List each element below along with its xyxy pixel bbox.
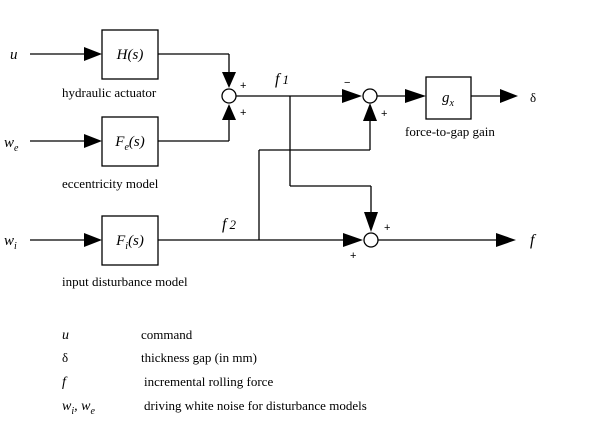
arrow-u — [84, 47, 102, 61]
sum2-sign-bottom: + — [381, 108, 387, 120]
arrow-delta-out — [500, 89, 518, 103]
legend-symbol-w: wi, we — [62, 399, 95, 417]
summing-junction-3 — [363, 232, 379, 248]
sum3-sign-top: + — [384, 222, 390, 234]
legend-symbol-u: u — [62, 328, 69, 343]
caption-eccentricity-model: eccentricity model — [62, 176, 159, 191]
summing-junction-2 — [362, 88, 378, 104]
legend-desc-w: driving white noise for disturbance mode… — [144, 398, 367, 413]
legend-desc-u: command — [141, 327, 193, 342]
legend-desc-delta: thickness gap (in mm) — [141, 350, 257, 365]
legend: u command δ thickness gap (in mm) f incr… — [62, 327, 367, 417]
block-eccentricity-model — [101, 116, 159, 167]
arrow-f-out — [496, 233, 516, 247]
sum2-sign-left: − — [344, 77, 350, 89]
arrow-sum3-left — [343, 233, 363, 247]
block-hydraulic-actuator — [101, 29, 159, 80]
sum1-sign-bottom: + — [240, 107, 246, 119]
caption-hydraulic-actuator: hydraulic actuator — [62, 85, 157, 100]
block-force-to-gap-gain — [425, 76, 472, 120]
sum3-sign-left: + — [350, 250, 356, 262]
input-wi-label: wi — [4, 233, 17, 252]
legend-symbol-delta: δ — [62, 350, 68, 365]
block-gx-label: gx — [442, 90, 455, 109]
arrow-sum1-bottom — [222, 104, 236, 120]
arrow-wi — [84, 233, 102, 247]
arrow-sum2-left — [342, 89, 362, 103]
arrow-gx-in — [405, 89, 426, 103]
block-fe-label: Fe(s) — [114, 134, 144, 153]
arrow-sum3-top — [364, 212, 378, 232]
arrow-we — [84, 134, 102, 148]
arrow-sum2-bottom — [363, 103, 377, 121]
input-u-label: u — [10, 47, 18, 63]
legend-symbol-f: f — [62, 375, 68, 390]
output-delta-label: δ — [530, 90, 536, 105]
input-we-label: we — [4, 135, 19, 154]
caption-input-disturbance-model: input disturbance model — [62, 274, 188, 289]
sum1-sign-top: + — [240, 80, 246, 92]
block-h-label: H(s) — [116, 47, 144, 63]
arrow-sum1-top — [222, 72, 236, 88]
caption-force-to-gap-gain: force-to-gap gain — [405, 124, 495, 139]
summing-junction-1 — [221, 88, 237, 104]
legend-desc-f: incremental rolling force — [144, 374, 273, 389]
output-f-label: f — [530, 232, 537, 249]
block-fi-label: Fi(s) — [115, 233, 144, 252]
